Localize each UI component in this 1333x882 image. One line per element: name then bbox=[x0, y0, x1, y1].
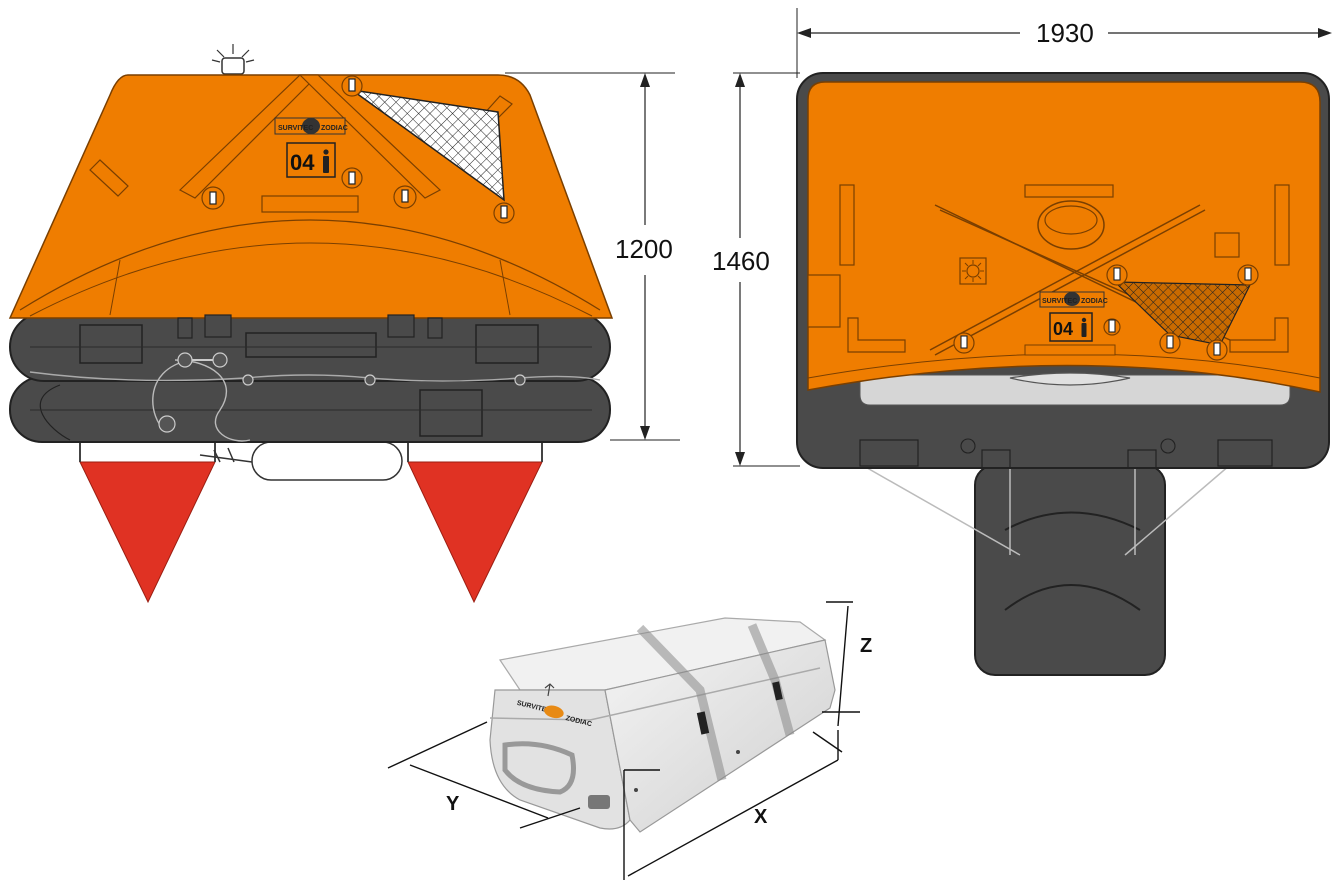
brand-logo: SURVITEC ZODIAC bbox=[274, 117, 348, 135]
capacity-number: 04 bbox=[290, 150, 315, 175]
top-view: SURVITEC ZODIAC 04 bbox=[796, 72, 1330, 676]
front-height-label: 1200 bbox=[615, 234, 673, 264]
front-height-dimension: 1200 bbox=[505, 72, 680, 441]
top-brand-left-text: SURVITEC bbox=[1042, 298, 1077, 305]
top-width-dimension: 1930 bbox=[796, 8, 1332, 78]
top-capacity-number: 04 bbox=[1053, 319, 1073, 339]
capacity-plate: 04 bbox=[286, 142, 336, 178]
light-beacon-icon bbox=[211, 44, 255, 75]
top-brand-logo: SURVITEC ZODIAC bbox=[1039, 291, 1108, 308]
drogue-left bbox=[79, 461, 216, 604]
brand-left-text: SURVITEC bbox=[278, 125, 313, 132]
top-brand-right-text: ZODIAC bbox=[1081, 298, 1108, 305]
person-icon bbox=[323, 149, 329, 173]
axis-x-label: X bbox=[754, 806, 768, 828]
axis-y-label: Y bbox=[446, 793, 460, 815]
drogue-right bbox=[407, 461, 543, 604]
axis-z-label: Z bbox=[860, 635, 872, 657]
net-panel bbox=[351, 89, 505, 202]
liferaft-container: SURVITEC ZODIAC bbox=[489, 617, 836, 833]
handhold-loops bbox=[201, 75, 515, 224]
boarding-ramp bbox=[974, 464, 1166, 676]
top-length-dimension: 1460 bbox=[712, 72, 800, 467]
top-length-label: 1460 bbox=[712, 246, 770, 276]
sun-icon bbox=[959, 257, 987, 285]
brand-right-text: ZODIAC bbox=[321, 125, 348, 132]
front-view: SURVITEC ZODIAC 04 bbox=[8, 44, 614, 604]
gas-cylinder bbox=[251, 441, 403, 481]
top-width-label: 1930 bbox=[1036, 18, 1094, 48]
top-capacity-plate: 04 bbox=[1049, 312, 1093, 342]
top-person-icon bbox=[1081, 317, 1087, 337]
container-dimension-lines bbox=[387, 601, 860, 880]
